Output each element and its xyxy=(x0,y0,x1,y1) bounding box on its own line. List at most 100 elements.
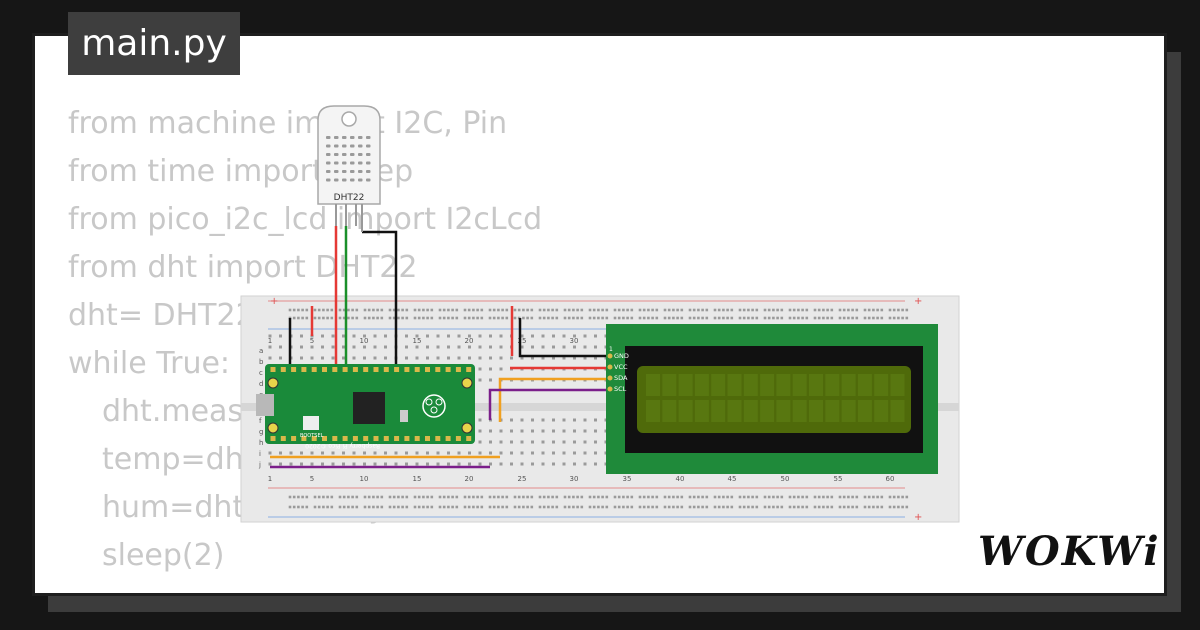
breadboard-hole xyxy=(489,451,492,455)
pico-pin xyxy=(280,436,286,441)
column-number: 25 xyxy=(518,337,527,345)
rail-hole xyxy=(672,505,675,509)
rail-hole xyxy=(417,316,421,320)
breadboard-hole xyxy=(447,451,450,455)
pico-pin xyxy=(383,367,389,372)
breadboard-hole xyxy=(510,418,513,422)
raspberry-pi-pico[interactable]: Raspberry Pi Pico ©2020 BOOTSEL xyxy=(256,364,475,449)
dht-vent xyxy=(334,178,339,182)
rail-hole xyxy=(751,316,754,320)
dht-vent xyxy=(334,144,339,148)
rail-hole xyxy=(501,316,504,320)
rail-hole xyxy=(592,495,596,499)
lcd-pin-label: SCL xyxy=(614,385,627,393)
breadboard-hole xyxy=(373,462,377,466)
breadboard-hole xyxy=(384,334,387,338)
dht-vent xyxy=(326,136,331,139)
wokwi-logo: WOKWi xyxy=(978,522,1159,582)
lcd-char-cell xyxy=(662,400,677,422)
rail-hole xyxy=(630,308,634,312)
lcd-pin xyxy=(607,353,613,359)
rail-hole xyxy=(330,505,334,509)
rail-hole xyxy=(701,316,704,320)
rail-hole xyxy=(855,505,859,509)
rail-hole xyxy=(763,495,767,499)
dht-vent xyxy=(342,153,347,156)
breadboard-hole xyxy=(489,367,492,371)
rail-hole xyxy=(351,495,354,499)
breadboard-hole xyxy=(573,356,576,360)
pico-pin xyxy=(363,367,369,372)
rail-hole xyxy=(722,505,725,509)
dht-vent xyxy=(326,170,331,173)
rail-hole xyxy=(580,495,584,499)
breadboard-hole xyxy=(331,451,335,455)
lcd-char-cell xyxy=(825,400,840,422)
rail-hole xyxy=(888,316,892,320)
file-tab-main-py[interactable]: main.py xyxy=(68,12,240,75)
breadboard-hole xyxy=(394,462,398,466)
breadboard-hole xyxy=(489,440,492,444)
breadboard-hole xyxy=(426,356,429,360)
rail-hole xyxy=(776,316,779,320)
dht-vent xyxy=(334,170,339,173)
lcd-char-cell xyxy=(874,400,889,422)
rail-hole xyxy=(755,505,759,509)
dht-vent xyxy=(366,153,371,156)
rail-hole xyxy=(505,308,509,312)
rail-hole xyxy=(797,495,800,499)
rail-hole xyxy=(622,495,625,499)
rail-hole xyxy=(476,495,479,499)
pico-pin xyxy=(394,436,400,441)
rail-hole xyxy=(892,316,896,320)
rail-hole xyxy=(651,308,654,312)
rail-hole xyxy=(801,308,804,312)
rail-hole xyxy=(622,308,625,312)
breadboard-hole xyxy=(447,356,450,360)
rail-hole xyxy=(855,495,859,499)
breadboard-hole xyxy=(520,462,524,466)
rail-hole xyxy=(401,316,404,320)
rail-hole xyxy=(576,505,579,509)
rail-hole xyxy=(738,308,742,312)
breadboard-hole xyxy=(531,345,534,349)
lcd-char-cell xyxy=(792,400,807,422)
rail-hole xyxy=(730,308,734,312)
dht-vent xyxy=(334,136,339,139)
lcd-char-cell xyxy=(890,400,905,422)
rail-hole xyxy=(430,495,434,499)
breadboard-hole xyxy=(373,345,377,349)
rail-hole xyxy=(567,495,571,499)
rail-hole xyxy=(342,316,346,320)
rail-hole xyxy=(492,316,496,320)
breadboard-hole xyxy=(499,367,503,371)
rail-hole xyxy=(551,316,554,320)
rail-hole xyxy=(542,495,546,499)
column-number: 10 xyxy=(360,475,369,483)
dht-vent xyxy=(350,144,355,148)
breadboard-hole xyxy=(478,418,482,422)
rail-hole xyxy=(513,316,517,320)
rail-hole xyxy=(488,495,492,499)
breadboard-hole xyxy=(541,451,545,455)
rail-hole xyxy=(355,505,359,509)
rail-hole xyxy=(526,308,529,312)
rail-hole xyxy=(397,495,400,499)
dht-vent xyxy=(366,144,371,148)
rail-hole xyxy=(688,316,692,320)
breadboard-hole xyxy=(520,418,524,422)
rail-hole xyxy=(338,495,342,499)
rail-hole xyxy=(842,316,846,320)
lcd-char-cell xyxy=(809,400,823,422)
dht22-sensor[interactable]: DHT22 xyxy=(317,105,381,232)
breadboard-hole xyxy=(562,356,566,360)
breadboard-hole xyxy=(279,345,282,349)
breadboard-hole xyxy=(531,334,534,338)
row-letter: a xyxy=(259,347,263,355)
rail-hole xyxy=(676,308,679,312)
rail-hole xyxy=(680,308,684,312)
rail-hole xyxy=(492,505,496,509)
rail-hole xyxy=(601,308,604,312)
rail-hole xyxy=(401,495,404,499)
